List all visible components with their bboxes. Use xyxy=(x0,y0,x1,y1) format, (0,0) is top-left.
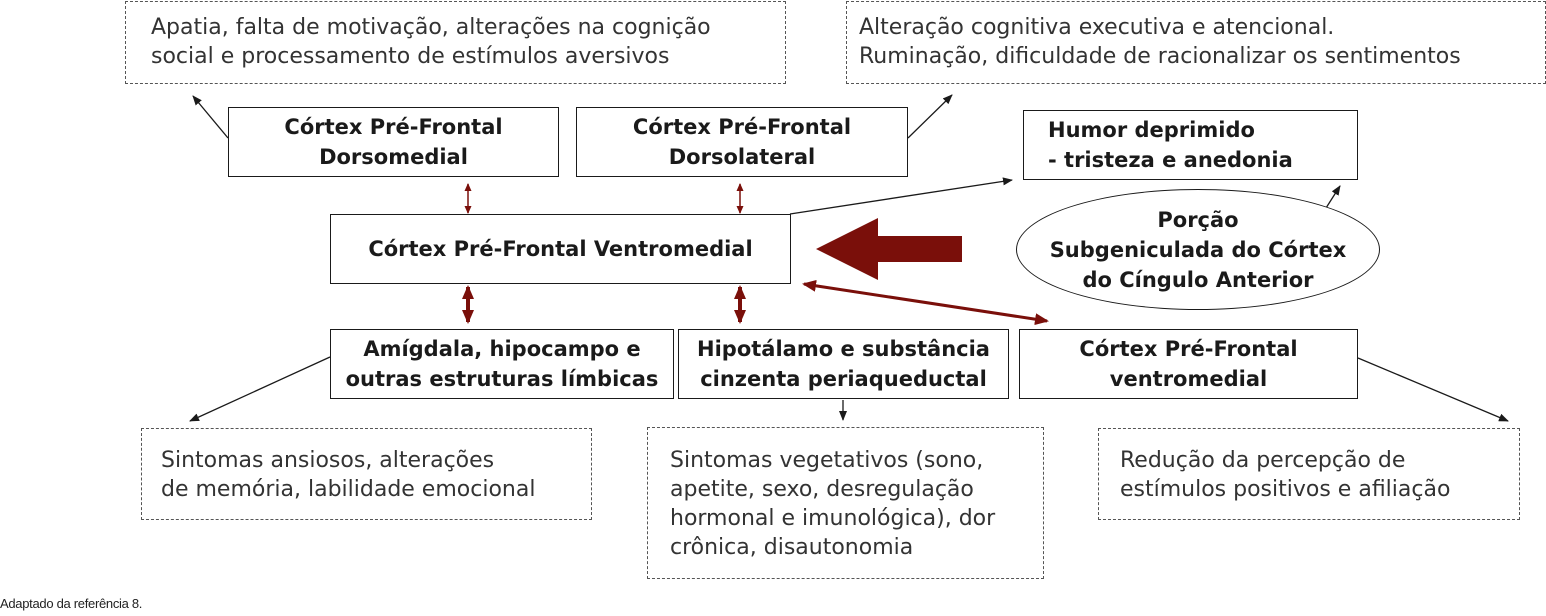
source-footnote: Adaptado da referência 8. xyxy=(0,596,143,611)
symptom-text-line: hormonal e imunológica), dor xyxy=(670,506,996,531)
arrow-vmpfc-right-to-symptoms xyxy=(1357,357,1509,422)
region-box-vmpfc-right: Córtex Pré-Frontal ventromedial xyxy=(1019,329,1358,399)
symptom-text-line: Ruminação, dificuldade de racionalizar o… xyxy=(859,44,1461,69)
symptom-text-line: Apatia, falta de motivação, alterações n… xyxy=(151,15,711,40)
arrow-dlpfc-to-symptoms xyxy=(907,94,953,139)
symptom-box-vegetative: Sintomas vegetativos (sono, apetite, sex… xyxy=(647,427,1044,579)
block-arrow-sgacc-to-vmpfc xyxy=(816,218,962,280)
mood-label-line: - tristeza e anedonia xyxy=(1048,148,1293,172)
arrow-amygdala-to-symptoms xyxy=(189,356,331,422)
arrow-dmpfc-to-symptoms xyxy=(192,95,229,139)
double-arrow-vmpfc-vmpfc-right xyxy=(802,279,1049,326)
region-box-dmpfc: Córtex Pré-Frontal Dorsomedial xyxy=(228,107,559,177)
region-label-line: Córtex Pré-Frontal xyxy=(632,115,852,139)
symptom-text-line: Alteração cognitiva executiva e atencion… xyxy=(859,15,1335,40)
region-label-line: Dorsomedial xyxy=(319,145,468,169)
region-label-line: Córtex Pré-Frontal xyxy=(1079,337,1298,361)
region-label-line: ventromedial xyxy=(1109,367,1268,391)
region-box-dlpfc: Córtex Pré-Frontal Dorsolateral xyxy=(576,107,908,177)
region-label-line: cinzenta periaqueductal xyxy=(700,367,987,391)
symptom-box-positive: Redução da percepção de estímulos positi… xyxy=(1098,428,1520,520)
region-label-line: Hipotálamo e substância xyxy=(697,337,990,361)
symptom-box-limbic: Sintomas ansiosos, alterações de memória… xyxy=(141,428,592,520)
region-box-vmpfc-center: Córtex Pré-Frontal Ventromedial xyxy=(330,214,791,284)
region-label-line: Córtex Pré-Frontal Ventromedial xyxy=(368,237,753,261)
mood-box: Humor deprimido - tristeza e anedonia xyxy=(1023,110,1358,180)
region-label-line: Amígdala, hipocampo e xyxy=(363,337,641,361)
symptom-text-line: Sintomas vegetativos (sono, xyxy=(670,448,984,473)
mood-label-line: Humor deprimido xyxy=(1048,118,1255,142)
symptom-text-line: Redução da percepção de xyxy=(1120,448,1406,473)
region-box-amygdala: Amígdala, hipocampo e outras estruturas … xyxy=(330,329,674,399)
sgacc-label-line: Subgeniculada do Córtex xyxy=(1049,237,1347,262)
sgacc-ellipse: Porção Subgeniculada do Córtex do Cíngul… xyxy=(1016,189,1380,310)
symptom-box-dorsolateral: Alteração cognitiva executiva e atencion… xyxy=(846,1,1546,84)
arrow-sgacc-to-mood xyxy=(1325,185,1341,209)
symptom-text-line: crônica, disautonomia xyxy=(670,535,914,560)
symptom-text-line: de memória, labilidade emocional xyxy=(161,477,536,502)
region-label-line: outras estruturas límbicas xyxy=(345,367,659,391)
sgacc-label-line: do Cíngulo Anterior xyxy=(1082,267,1314,292)
arrow-vmpfc-to-mood xyxy=(789,177,1013,215)
sgacc-label-line: Porção xyxy=(1157,207,1239,232)
symptom-text-line: estímulos positivos e afiliação xyxy=(1120,477,1451,502)
region-box-hypothalamus: Hipotálamo e substância cinzenta periaqu… xyxy=(678,329,1009,399)
symptom-text-line: social e processamento de estímulos aver… xyxy=(151,44,670,69)
symptom-text-line: Sintomas ansiosos, alterações xyxy=(161,448,495,473)
symptom-text-line: apetite, sexo, desregulação xyxy=(670,477,974,502)
symptom-box-dorsomedial: Apatia, falta de motivação, alterações n… xyxy=(125,1,786,84)
region-label-line: Córtex Pré-Frontal xyxy=(284,115,503,139)
region-label-line: Dorsolateral xyxy=(668,145,816,169)
